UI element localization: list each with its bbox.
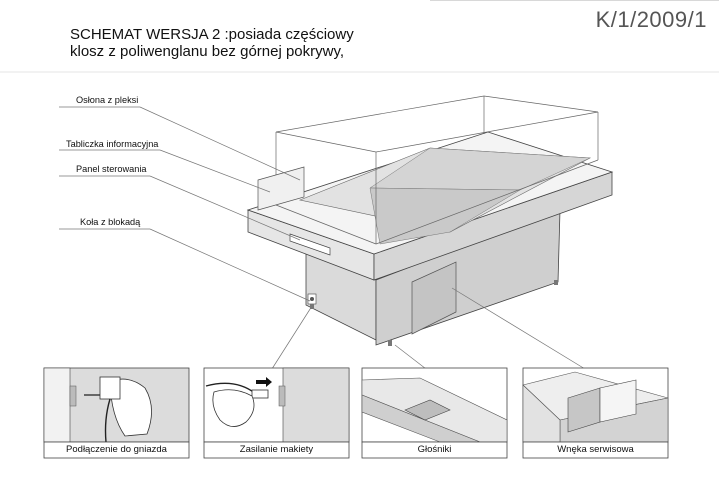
detail-panel-1 <box>43 367 190 459</box>
info-plate <box>257 166 305 211</box>
diagram-title: SCHEMAT WERSJA 2 :posiada częściowy klos… <box>70 26 430 60</box>
title-line-2: klosz z poliwenglanu bez górnej pokrywy, <box>70 43 345 60</box>
caption-service-recess: Wnęka serwisowa <box>557 444 634 455</box>
detail-panel-4 <box>522 367 669 459</box>
detail-panel-3 <box>361 367 508 459</box>
callout-plexi-cover: Osłona z pleksi <box>76 95 139 105</box>
display-table <box>246 95 614 346</box>
document-code: K/1/2009/1 <box>595 7 707 32</box>
callout-locking-wheels: Koła z blokadą <box>80 217 141 227</box>
control-panel <box>289 233 331 256</box>
plexi-cover <box>275 95 599 245</box>
caption-model-power: Zasilanie makiety <box>239 444 314 455</box>
callout-lines <box>59 106 591 373</box>
wheel <box>554 280 558 285</box>
caption-socket-connection: Podłączenie do gniazda <box>66 444 167 455</box>
callout-control-panel: Panel sterowania <box>76 164 147 174</box>
wheel <box>388 340 392 346</box>
caption-speakers: Głośniki <box>417 444 452 455</box>
detail-panel-2 <box>203 367 350 459</box>
callout-info-plate: Tabliczka informacyjna <box>66 139 159 149</box>
title-line-1: SCHEMAT WERSJA 2 :posiada częściowy <box>70 26 354 43</box>
service-hatch <box>411 261 457 335</box>
